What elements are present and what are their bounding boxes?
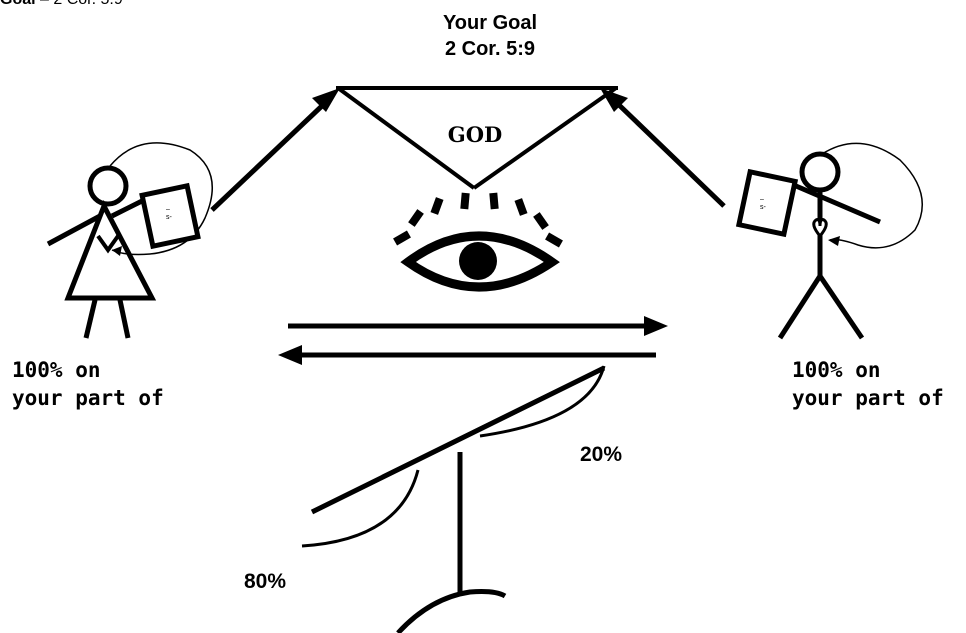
page-caption: Goal – 2 Cor. 5:9 [0, 0, 123, 9]
left-note-line-2: your part of [12, 384, 164, 412]
right-note-line-1: 100% on [792, 356, 944, 384]
goal-line-1: Your Goal [380, 10, 600, 36]
right-note-line-2: your part of [792, 384, 944, 412]
right-figure-note: 100% on your part of [792, 356, 944, 412]
left-book-line-2: s- [166, 214, 172, 222]
right-book-line-1: – [760, 196, 766, 204]
caption-rest: – 2 Cor. 5:9 [36, 0, 123, 8]
right-book-text: – s- [760, 196, 766, 212]
caption-bold: Goal [0, 0, 36, 8]
seesaw-low-label: 80% [244, 570, 286, 594]
left-note-line-1: 100% on [12, 356, 164, 384]
left-figure-note: 100% on your part of [12, 356, 164, 412]
right-book-icon [739, 172, 795, 234]
right-book-line-2: s- [760, 204, 766, 212]
left-book-line-1: – [166, 206, 172, 214]
seesaw-high-label: 20% [580, 443, 622, 467]
rightward-arrow [288, 316, 668, 336]
goal-heading: Your Goal 2 Cor. 5:9 [380, 10, 600, 62]
right-upward-arrow [600, 88, 724, 206]
left-upward-arrow [212, 88, 340, 210]
left-book-text: – s- [166, 206, 172, 222]
right-stick-figure [780, 143, 922, 338]
goal-line-2: 2 Cor. 5:9 [380, 36, 600, 62]
god-label: GOD [420, 122, 530, 147]
eye-icon [393, 193, 563, 287]
leftward-arrow [278, 345, 656, 365]
seesaw-balance [302, 366, 604, 633]
